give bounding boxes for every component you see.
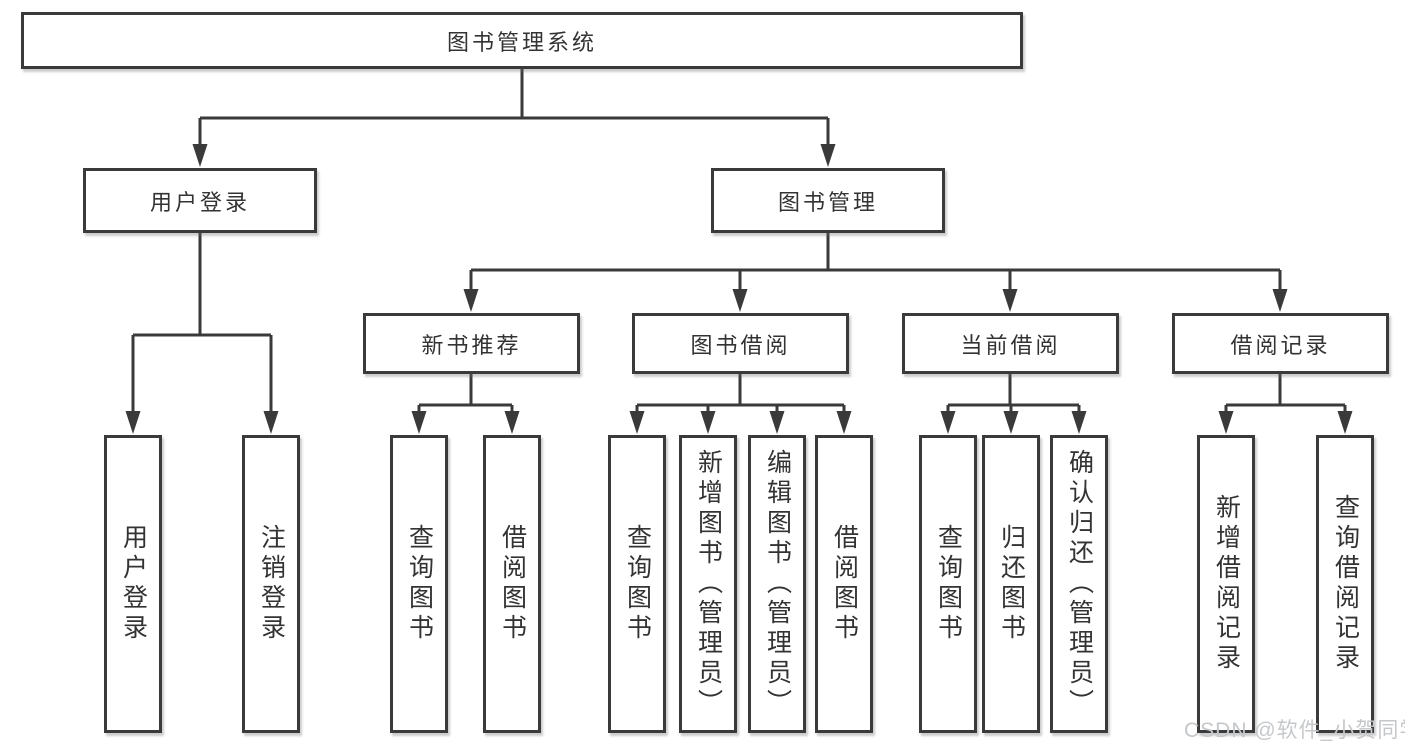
leaf-return-books: 归还图书 bbox=[982, 435, 1040, 733]
leaf-query-books-3: 查询图书 bbox=[919, 435, 977, 733]
arrowhead-icon bbox=[1272, 289, 1288, 312]
node-label: 图书借阅 bbox=[690, 332, 791, 358]
node-borrow-records: 借阅记录 bbox=[1172, 313, 1389, 374]
node-label: 借阅图书 bbox=[498, 524, 527, 644]
arrowhead-icon bbox=[504, 411, 520, 434]
node-book-management: 图书管理 bbox=[711, 168, 945, 233]
arrowhead-icon bbox=[1002, 289, 1018, 312]
leaf-confirm-return-admin: 确认归还（管理员） bbox=[1050, 435, 1108, 733]
leaf-query-books-1: 查询图书 bbox=[390, 435, 448, 733]
leaf-query-books-2: 查询图书 bbox=[608, 435, 666, 733]
node-label: 归还图书 bbox=[997, 524, 1026, 644]
tree-edges bbox=[131, 69, 1347, 416]
arrowhead-icon bbox=[629, 411, 645, 434]
arrowhead-icon bbox=[940, 411, 956, 434]
csdn-watermark: CSDN @软件_小贺同学 bbox=[1184, 719, 1405, 742]
arrowheads bbox=[125, 144, 1353, 434]
node-new-book-recommend: 新书推荐 bbox=[363, 313, 580, 374]
arrowhead-icon bbox=[125, 411, 141, 434]
arrowhead-icon bbox=[1003, 411, 1019, 434]
node-label: 借阅记录 bbox=[1230, 332, 1331, 358]
arrowhead-icon bbox=[732, 289, 748, 312]
node-label: 图书管理 bbox=[777, 189, 878, 215]
arrowhead-icon bbox=[836, 411, 852, 434]
arrowhead-icon bbox=[1218, 411, 1234, 434]
arrowhead-icon bbox=[463, 289, 479, 312]
arrowhead-icon bbox=[820, 144, 836, 167]
arrowhead-icon bbox=[192, 144, 208, 167]
leaf-borrow-books-2: 借阅图书 bbox=[815, 435, 873, 733]
node-label: 查询借阅记录 bbox=[1331, 494, 1360, 674]
node-label: 确认归还（管理员） bbox=[1065, 449, 1094, 719]
node-label: 当前借阅 bbox=[960, 332, 1061, 358]
node-label: 新增借阅记录 bbox=[1212, 494, 1241, 674]
node-label: 查询图书 bbox=[405, 524, 434, 644]
arrowhead-icon bbox=[411, 411, 427, 434]
node-user-login: 用户登录 bbox=[83, 168, 317, 233]
node-label: 用户登录 bbox=[149, 189, 250, 215]
arrowhead-icon bbox=[263, 411, 279, 434]
node-label: 注销登录 bbox=[257, 524, 286, 644]
leaf-add-borrow-record: 新增借阅记录 bbox=[1197, 435, 1255, 733]
arrowhead-icon bbox=[700, 411, 716, 434]
leaf-add-book-admin: 新增图书（管理员） bbox=[679, 435, 737, 733]
node-label: 图书管理系统 bbox=[446, 29, 597, 55]
leaf-edit-book-admin: 编辑图书（管理员） bbox=[748, 435, 806, 733]
node-book-borrow: 图书借阅 bbox=[632, 313, 849, 374]
leaf-query-borrow-record: 查询借阅记录 bbox=[1316, 435, 1374, 733]
node-label: 新增图书（管理员） bbox=[694, 449, 723, 719]
arrowhead-icon bbox=[1337, 411, 1353, 434]
node-current-borrow: 当前借阅 bbox=[902, 313, 1119, 374]
node-label: 编辑图书（管理员） bbox=[763, 449, 792, 719]
node-label: 查询图书 bbox=[934, 524, 963, 644]
arrowhead-icon bbox=[1071, 411, 1087, 434]
node-label: 查询图书 bbox=[623, 524, 652, 644]
leaf-logout: 注销登录 bbox=[242, 435, 300, 733]
node-label: 借阅图书 bbox=[830, 524, 859, 644]
node-library-management-system: 图书管理系统 bbox=[21, 12, 1023, 69]
leaf-user-login: 用户登录 bbox=[104, 435, 162, 733]
node-label: 新书推荐 bbox=[421, 332, 522, 358]
leaf-borrow-books-1: 借阅图书 bbox=[483, 435, 541, 733]
node-label: 用户登录 bbox=[119, 524, 148, 644]
arrowhead-icon bbox=[769, 411, 785, 434]
